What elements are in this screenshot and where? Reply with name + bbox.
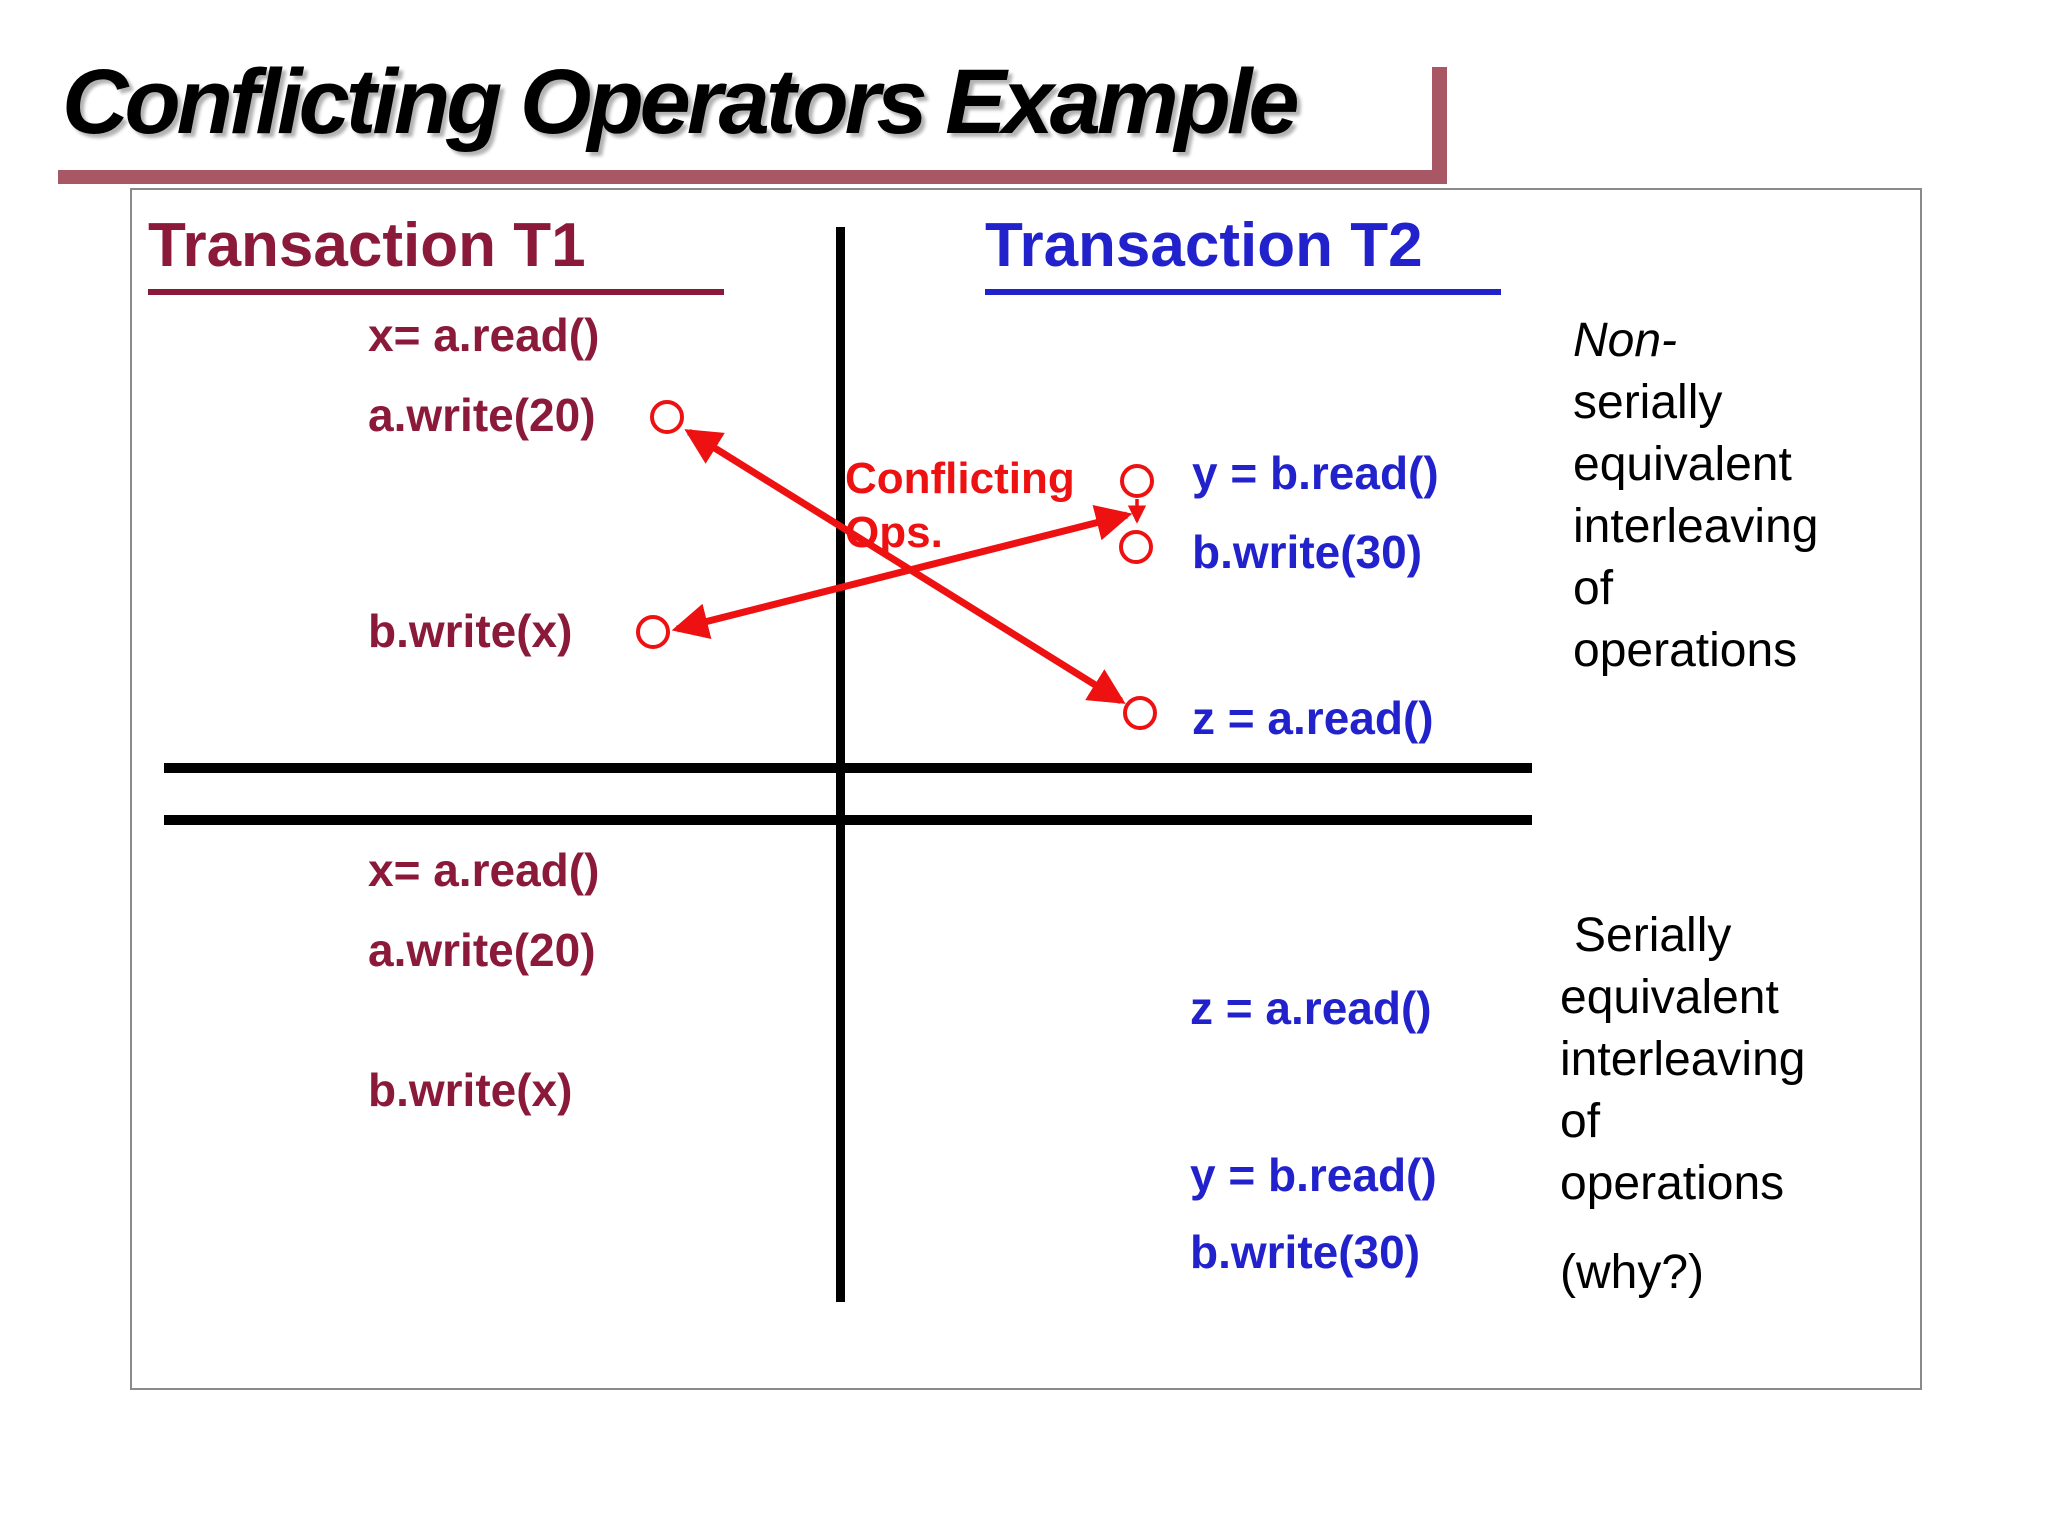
marker-circle-y-read bbox=[1120, 464, 1154, 498]
t2-op-z-read-lower: z = a.read() bbox=[1190, 982, 1432, 1034]
note-non-serial-line1: Non- bbox=[1573, 314, 1678, 367]
t2-op-y-read: y = b.read() bbox=[1192, 447, 1439, 499]
why-question: (why?) bbox=[1560, 1246, 1705, 1299]
conflict-ops-label: Conflicting Ops. bbox=[845, 452, 1075, 560]
title-underline-bar bbox=[58, 170, 1447, 184]
note-non-serial-line4: interleaving bbox=[1573, 500, 1819, 553]
t2-op-y-read-lower: y = b.read() bbox=[1190, 1149, 1437, 1201]
note-serial-line1: Serially bbox=[1574, 909, 1732, 962]
t1-op-x-read-lower: x= a.read() bbox=[368, 844, 600, 896]
conflict-ops-label-line2: Ops. bbox=[845, 508, 943, 557]
note-serial-line5: operations bbox=[1560, 1157, 1785, 1210]
t1-op-a-write: a.write(20) bbox=[368, 389, 596, 441]
t1-op-x-read: x= a.read() bbox=[368, 309, 600, 361]
t1-column-header: Transaction T1 bbox=[148, 210, 724, 295]
marker-circle-z-read bbox=[1123, 696, 1157, 730]
t1-op-a-write-lower: a.write(20) bbox=[368, 924, 596, 976]
t2-op-z-read: z = a.read() bbox=[1192, 692, 1434, 744]
page-title: Conflicting Operators Example bbox=[62, 51, 1300, 153]
separator-line-bottom bbox=[164, 815, 1532, 825]
note-non-serial-line5: of bbox=[1573, 562, 1614, 615]
note-serial-line3: interleaving bbox=[1560, 1033, 1806, 1086]
t1-op-b-write: b.write(x) bbox=[368, 605, 573, 657]
note-serial: Serially equivalent interleaving of oper… bbox=[1560, 905, 1805, 1215]
conflict-ops-label-line1: Conflicting bbox=[845, 454, 1075, 503]
note-serial-line2: equivalent bbox=[1560, 971, 1779, 1024]
t2-op-b-write30: b.write(30) bbox=[1192, 526, 1423, 578]
marker-circle-b-write bbox=[636, 615, 670, 649]
note-non-serial-line2: serially bbox=[1573, 376, 1723, 429]
marker-circle-a-write bbox=[650, 400, 684, 434]
content-frame bbox=[130, 188, 1922, 1390]
title-accent-bar bbox=[1432, 67, 1447, 184]
t2-column-header: Transaction T2 bbox=[985, 210, 1501, 295]
note-non-serial-line3: equivalent bbox=[1573, 438, 1792, 491]
note-serial-line4: of bbox=[1560, 1095, 1601, 1148]
note-non-serial-line6: operations bbox=[1573, 624, 1798, 677]
marker-circle-b-write30 bbox=[1119, 530, 1153, 564]
note-non-serial: Non- serially equivalent interleaving of… bbox=[1573, 310, 1818, 682]
separator-line-top bbox=[164, 763, 1532, 773]
t1-op-b-write-lower: b.write(x) bbox=[368, 1064, 573, 1116]
t2-op-b-write30-lower: b.write(30) bbox=[1190, 1226, 1421, 1278]
